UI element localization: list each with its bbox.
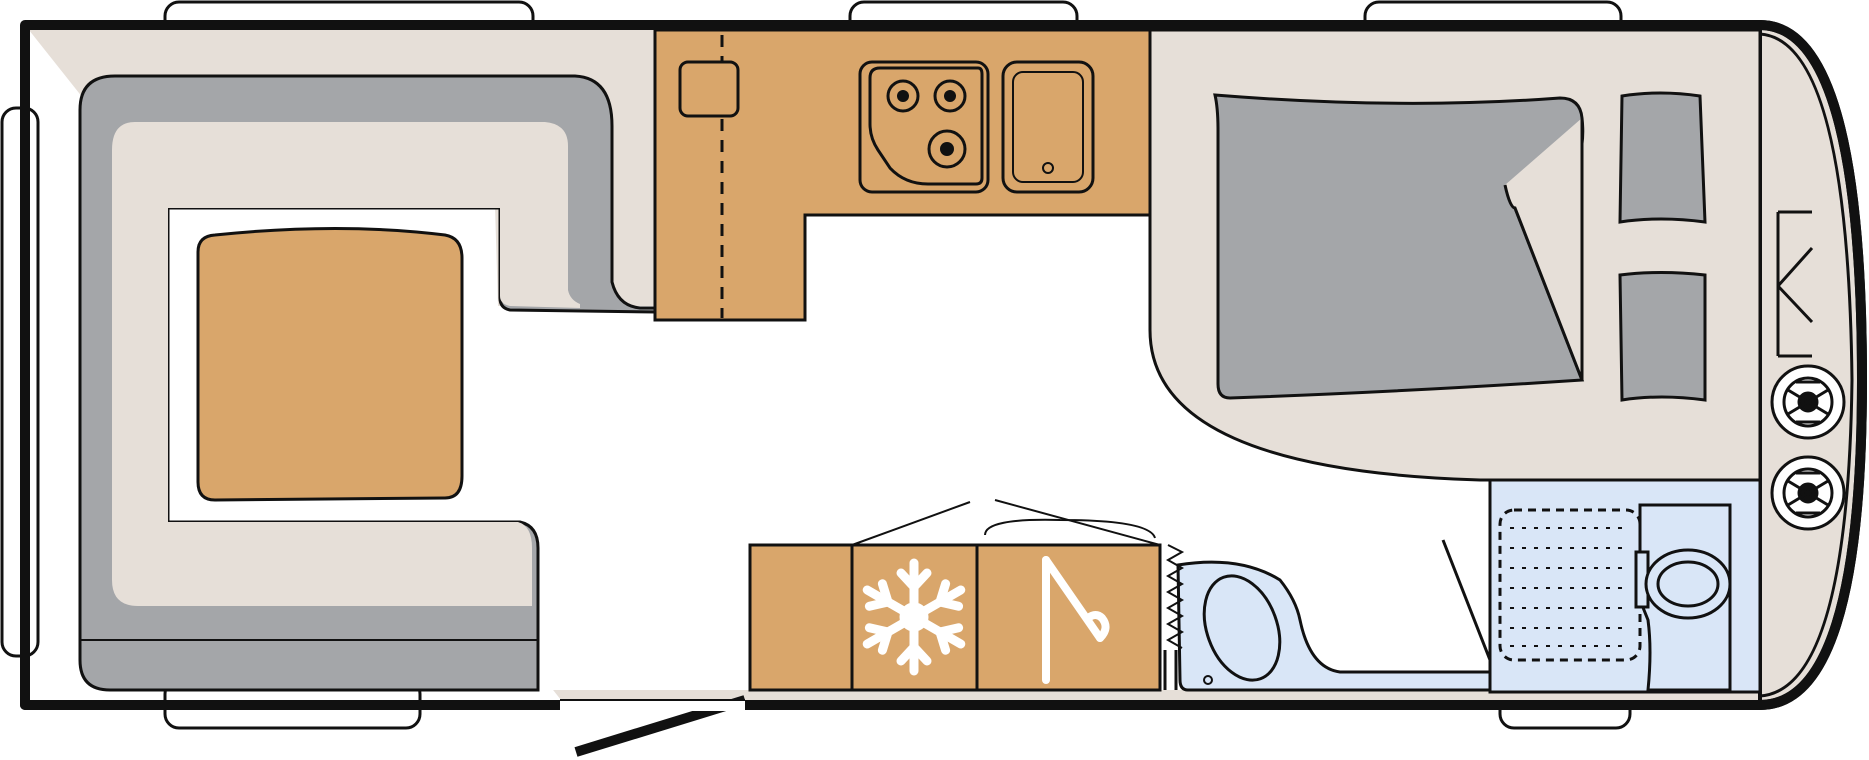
dinette [78,74,657,692]
kitchen-unit [653,28,1152,322]
toilet-icon [1634,503,1732,692]
cabinet-left [748,543,854,692]
bed-pillow-bottom [1618,271,1707,402]
front-bed-area [1148,28,1762,482]
dinette-seat-cushion-inner [112,122,580,606]
bed-mattress [1213,93,1585,400]
front-locker [1776,210,1814,358]
dinette-table [196,227,464,502]
washroom [1441,478,1762,694]
sink-icon-washroom [1176,560,1492,692]
duvet-fold [1503,118,1584,381]
sink-icon [1001,60,1095,194]
wheel-icon [1770,364,1846,440]
snowflake-icon [862,558,966,676]
kitchen-small-cabinet [678,60,740,118]
sideboard-unit [748,499,1162,692]
cabinet-door-swing-lines [851,499,1161,546]
front-cap-inner [1759,32,1854,698]
shower-tray-icon [1498,508,1642,662]
radiator-icon [1163,544,1185,690]
wardrobe-cabinet [975,543,1162,692]
washroom-door [1441,539,1492,661]
caravan-outer-wall-outline [20,20,1867,710]
bed-pillow-top [1618,91,1707,224]
stove-burners-icon [858,60,990,194]
wheel-icon-2 [1770,455,1846,531]
coat-hanger-icon [1042,556,1110,684]
